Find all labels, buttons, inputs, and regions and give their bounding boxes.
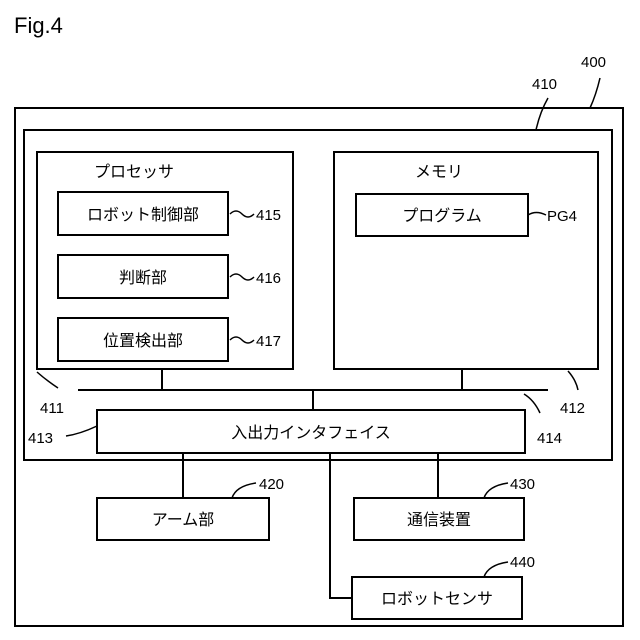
- ref-430: 430: [510, 476, 535, 493]
- ref-417: 417: [256, 333, 281, 350]
- ref-415: 415: [256, 207, 281, 224]
- robot-sensor-label: ロボットセンサ: [381, 590, 493, 608]
- ref-416: 416: [256, 270, 281, 287]
- ref-414: 414: [537, 430, 562, 447]
- ref-420: 420: [259, 476, 284, 493]
- ref-412: 412: [560, 400, 585, 417]
- ref-410: 410: [532, 76, 557, 93]
- ref-440: 440: [510, 554, 535, 571]
- io-interface-label: 入出力インタフェイス: [231, 424, 391, 442]
- ref-411: 411: [40, 400, 64, 417]
- processor-label: プロセッサ: [94, 163, 174, 181]
- memory-box: [334, 152, 598, 369]
- arm-label: アーム部: [152, 511, 215, 529]
- program-label: プログラム: [402, 207, 482, 225]
- ref-400: 400: [581, 54, 606, 71]
- ref-413: 413: [28, 430, 53, 447]
- communication-label: 通信装置: [407, 511, 471, 529]
- leader-400: [590, 78, 600, 108]
- figure-label: Fig.4: [14, 13, 63, 38]
- ref-pg4: PG4: [547, 208, 577, 225]
- judgment-label: 判断部: [119, 269, 167, 287]
- robot-control-label: ロボット制御部: [87, 206, 199, 224]
- memory-label: メモリ: [415, 164, 463, 181]
- position-detection-label: 位置検出部: [103, 332, 183, 350]
